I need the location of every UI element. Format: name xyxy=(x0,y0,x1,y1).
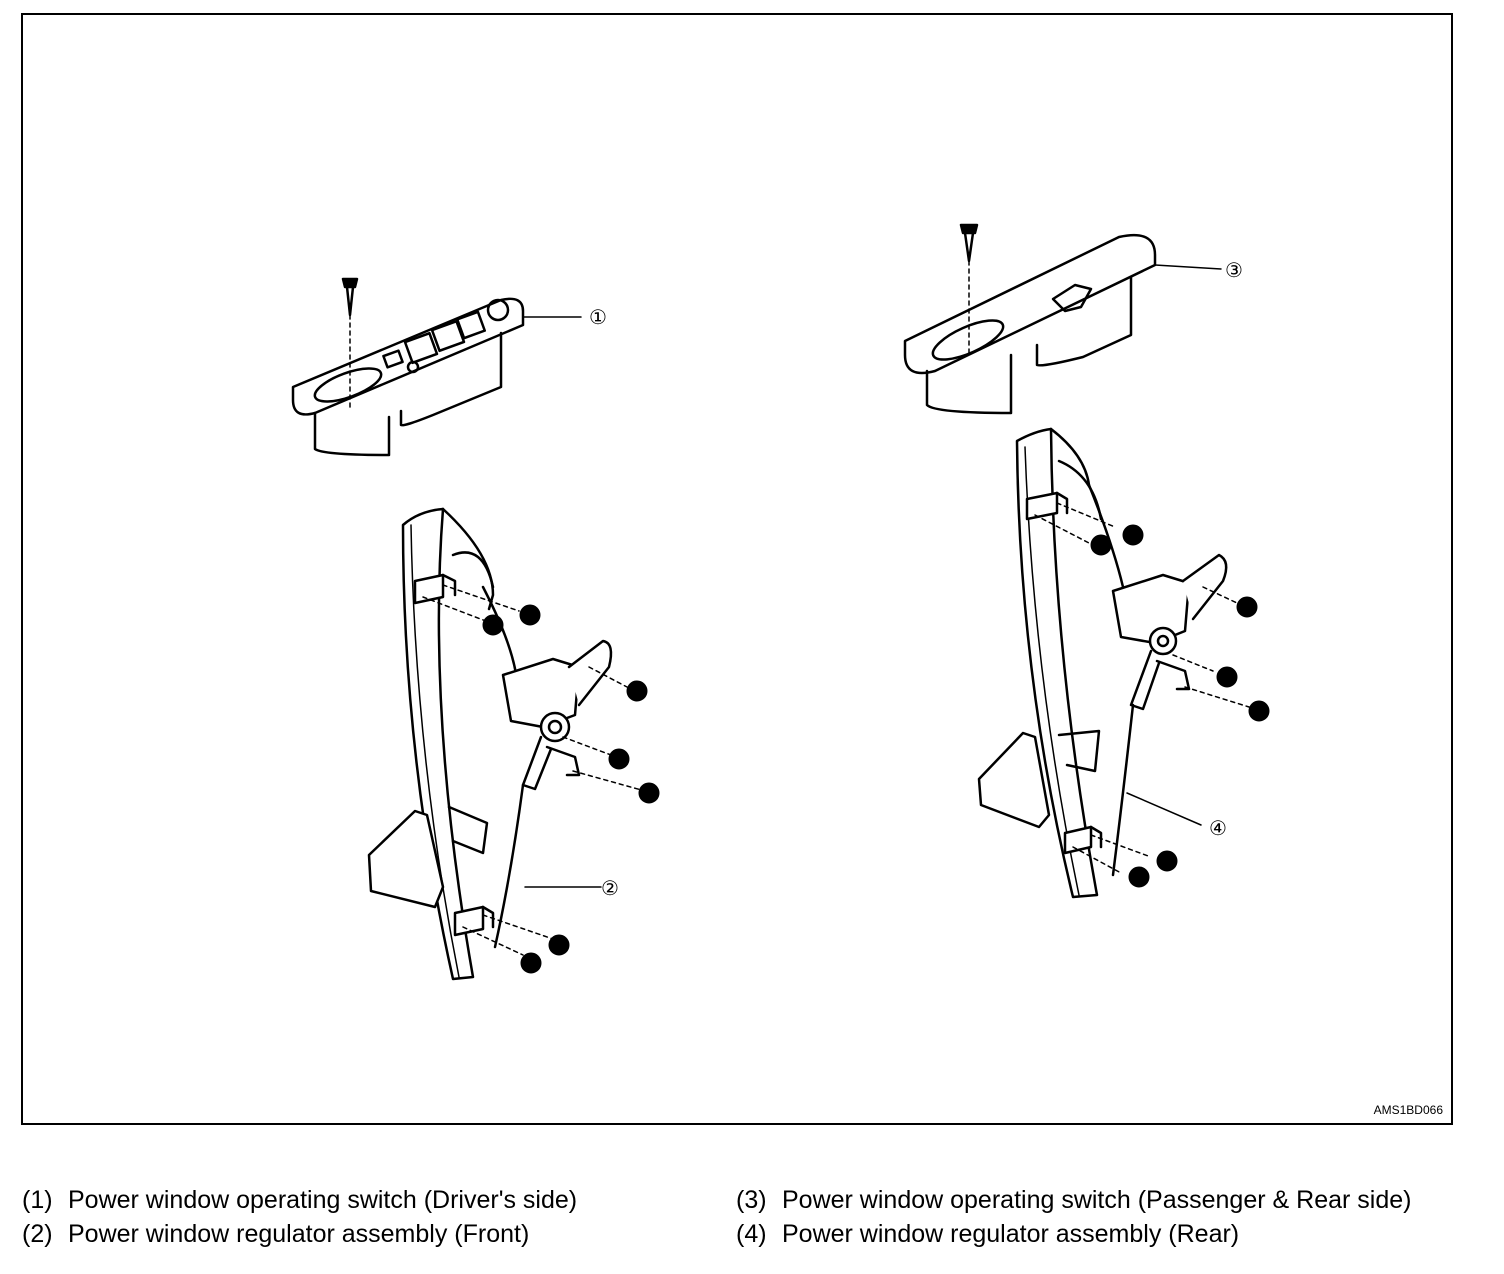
front-regulator-drawing xyxy=(367,507,646,981)
callout-markers: ① ② ③ ④ xyxy=(589,258,1243,900)
callout-4: ④ xyxy=(1209,816,1227,840)
legend-number: (4) xyxy=(736,1220,767,1248)
legend-item: (1) Power window operating switch (Driver… xyxy=(22,1183,577,1217)
exploded-view-drawing: ① ② ③ ④ xyxy=(291,223,1270,981)
legend-text: Power window operating switch (Passenger… xyxy=(782,1186,1412,1214)
callout-2: ② xyxy=(601,876,619,900)
legend-text: Power window regulator assembly (Rear) xyxy=(782,1220,1240,1248)
legend-number: (1) xyxy=(22,1186,53,1214)
legend-item: (4) Power window regulator assembly (Rear… xyxy=(736,1217,1411,1251)
legend-text: Power window regulator assembly (Front) xyxy=(68,1220,530,1248)
callout-3: ③ xyxy=(1225,258,1243,282)
passenger-switch-drawing xyxy=(903,223,1222,415)
legend-left: (1) Power window operating switch (Driver… xyxy=(22,1183,577,1251)
callout-1: ① xyxy=(589,305,607,329)
legend-item: (3) Power window operating switch (Passen… xyxy=(736,1183,1411,1217)
figure-code: AMS1BD066 xyxy=(1373,1103,1443,1117)
legend-number: (3) xyxy=(736,1186,767,1214)
legend-text: Power window operating switch (Driver's … xyxy=(68,1186,578,1214)
rear-regulator-drawing xyxy=(977,427,1250,899)
legend-item: (2) Power window regulator assembly (Fron… xyxy=(22,1217,577,1251)
driver-switch-drawing xyxy=(291,277,582,457)
legend-number: (2) xyxy=(22,1220,53,1248)
bolt-markers xyxy=(482,524,1270,974)
figure-frame: ① ② ③ ④ AMS1BD066 xyxy=(21,13,1453,1125)
legend-right: (3) Power window operating switch (Passen… xyxy=(736,1183,1411,1251)
